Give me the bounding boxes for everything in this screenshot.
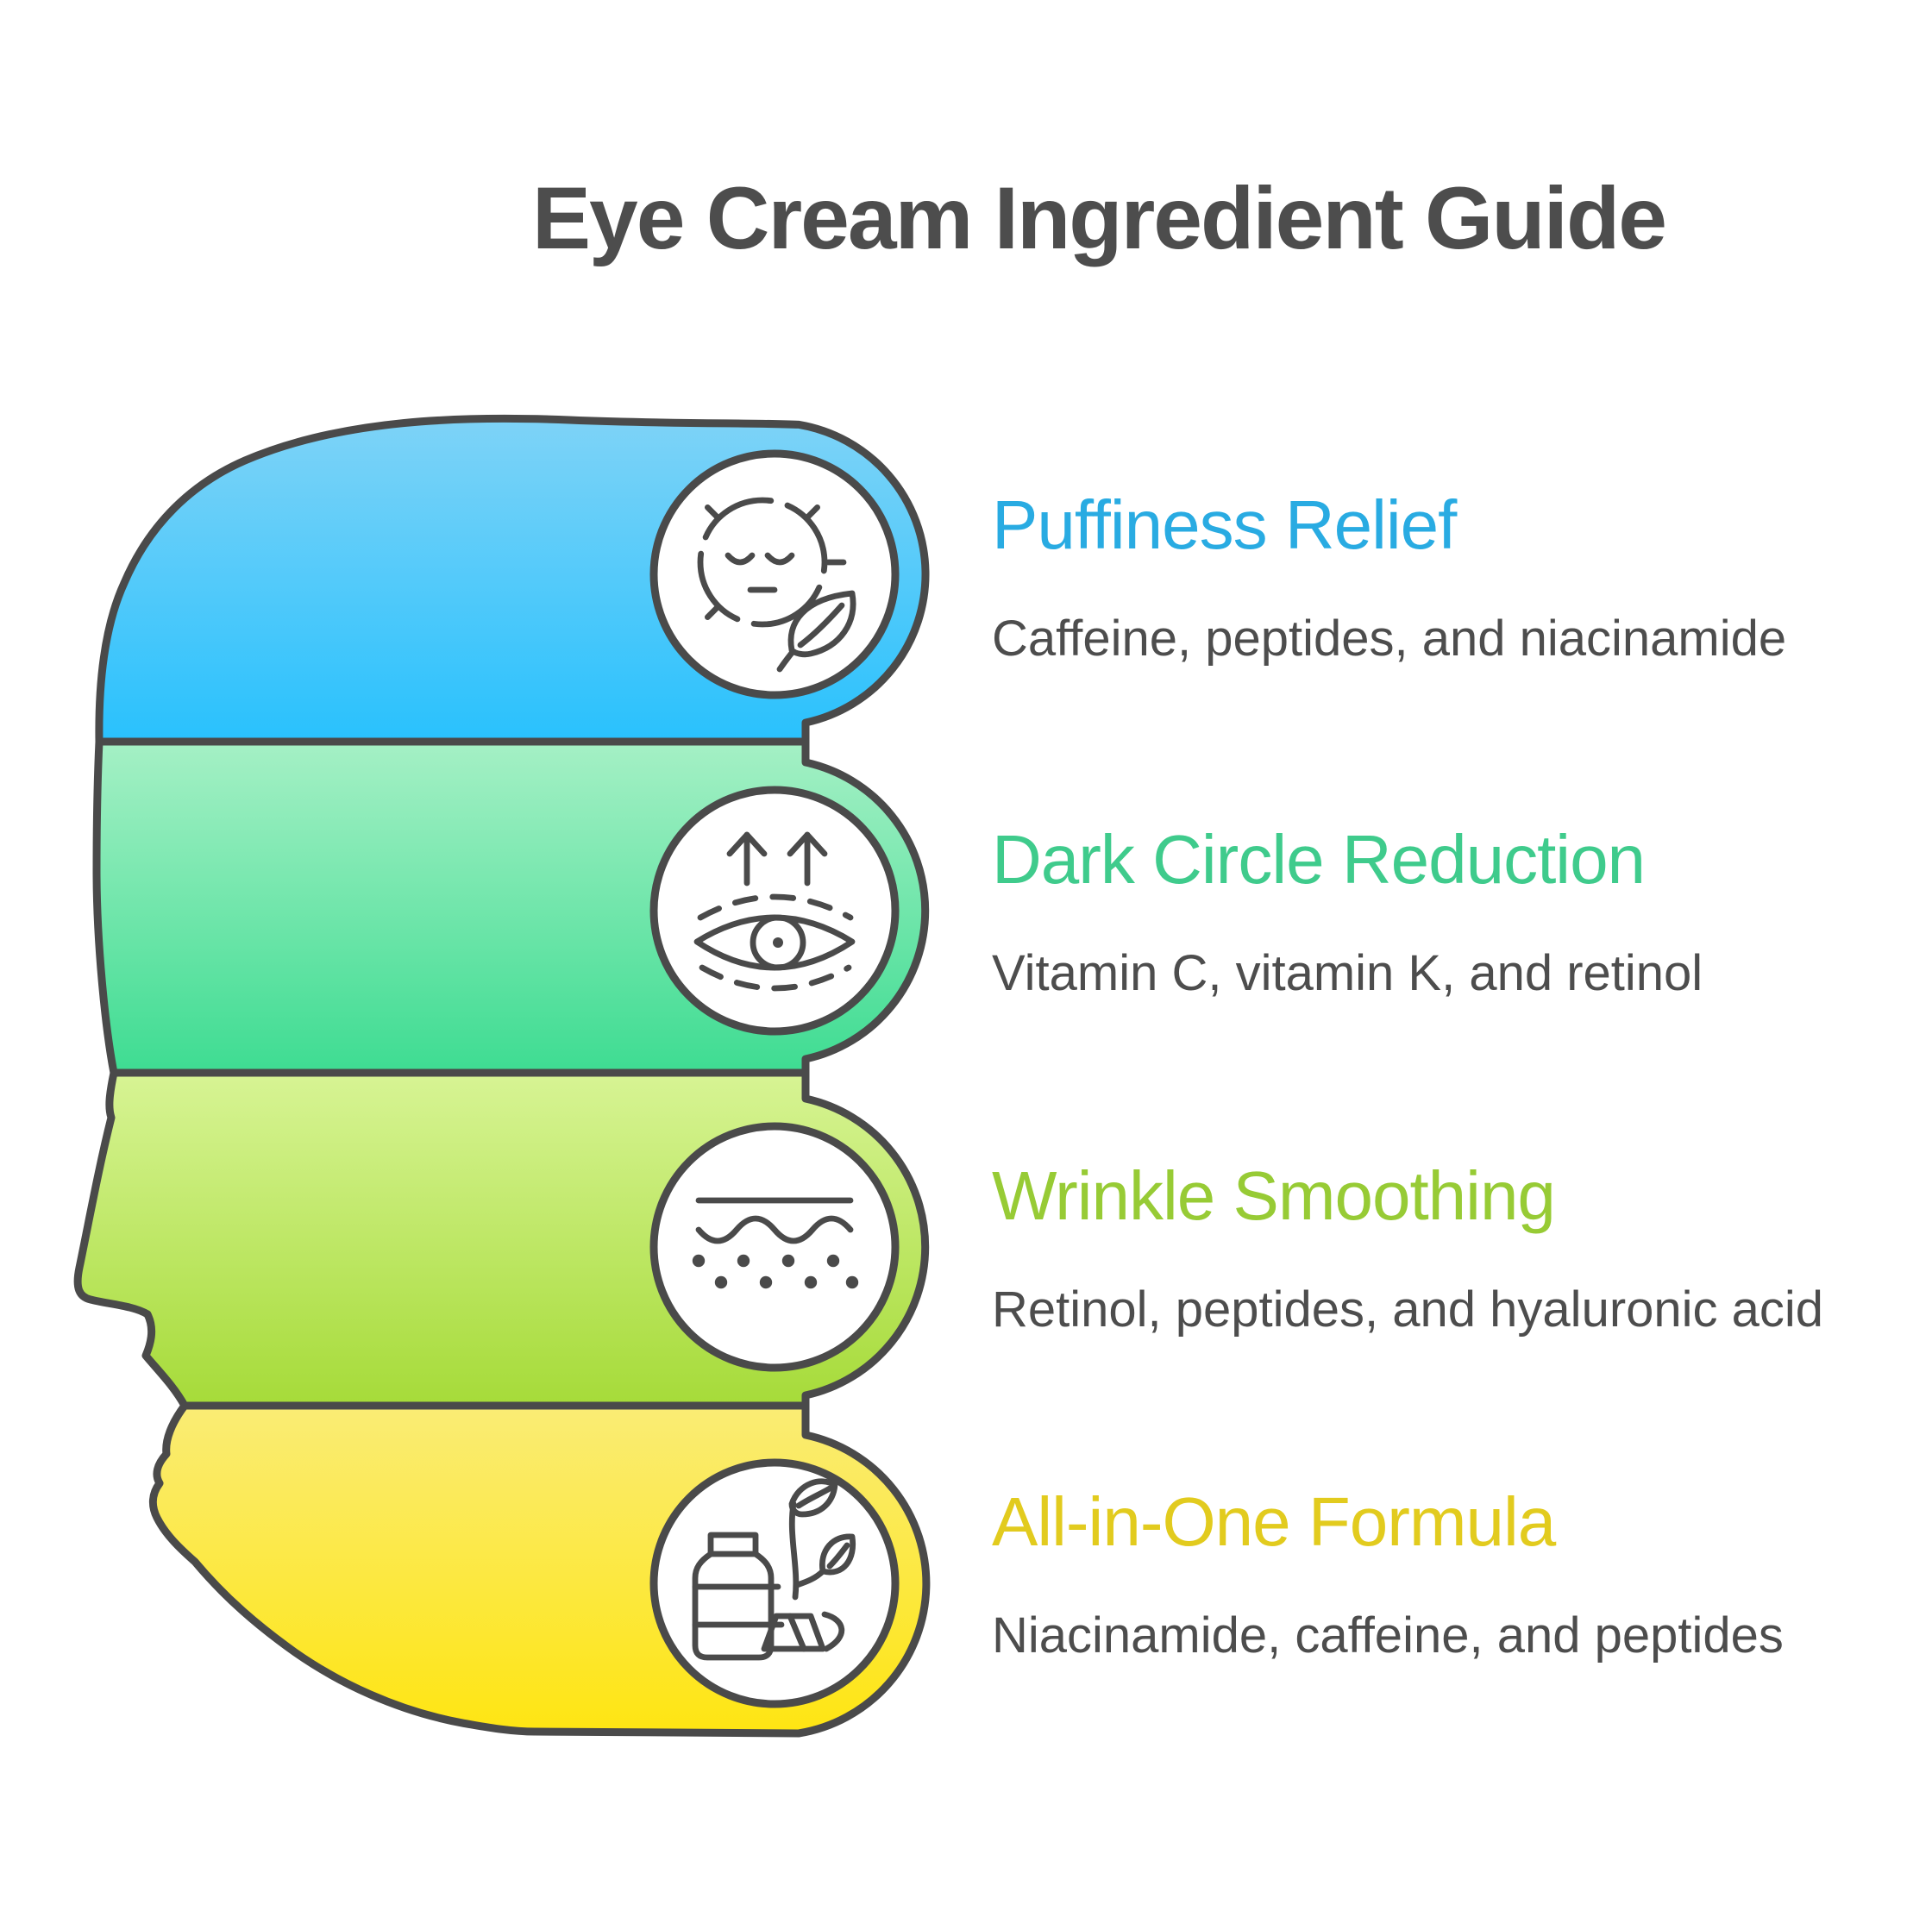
ingredient-bottle-leaves-icon <box>692 1478 856 1661</box>
section-description: Vitamin C, vitamin K, and retinol <box>992 947 1703 1002</box>
skin-layers-icon <box>692 1197 859 1289</box>
section-heading: Puffiness Relief <box>992 488 1457 564</box>
section-all-in-one-formula: All-in-One Formula Niacinamide, caffeine… <box>992 1485 1889 1666</box>
section-description: Niacinamide, caffeine, and peptides <box>992 1609 1784 1664</box>
section-description: Caffeine, peptides, and niacinamide <box>992 612 1787 667</box>
page-title: Eye Cream Ingredient Guide <box>531 169 1667 267</box>
section-dark-circle-reduction: Dark Circle Reduction Vitamin C, vitamin… <box>992 823 1889 1004</box>
icon-circle-dark-circle <box>649 786 900 1036</box>
icon-circle-wrinkle <box>649 1122 900 1372</box>
section-heading: Wrinkle Smoothing <box>992 1159 1556 1235</box>
section-heading: Dark Circle Reduction <box>992 823 1646 899</box>
icon-circle-puffiness <box>649 449 900 699</box>
section-heading: All-in-One Formula <box>992 1485 1556 1561</box>
icon-circle-all-in-one <box>649 1458 900 1708</box>
eye-lift-arrows-icon <box>693 831 856 992</box>
relaxed-face-leaf-icon <box>697 497 856 673</box>
section-description: Retinol, peptides, and hyaluronic acid <box>992 1283 1824 1338</box>
section-wrinkle-smoothing: Wrinkle Smoothing Retinol, peptides, and… <box>992 1159 1889 1340</box>
section-puffiness-relief: Puffiness Relief Caffeine, peptides, and… <box>992 488 1889 669</box>
